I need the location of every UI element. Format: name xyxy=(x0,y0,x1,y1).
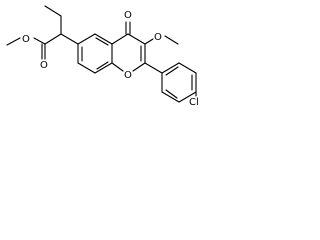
bond xyxy=(33,37,46,45)
bond xyxy=(94,62,113,74)
bond xyxy=(132,62,146,72)
bond xyxy=(77,62,96,74)
bond xyxy=(165,66,179,76)
atom-o-ester-carbonyl: O xyxy=(40,60,48,71)
atom-labels: O O O O O Cl xyxy=(22,10,199,108)
bond xyxy=(44,33,62,45)
bond xyxy=(77,33,96,45)
atom-o-methoxy: O xyxy=(154,32,162,43)
atom-cl: Cl xyxy=(189,97,199,108)
bond xyxy=(96,61,109,70)
bond xyxy=(164,35,179,45)
atom-o-ester-ether: O xyxy=(22,34,30,45)
bond xyxy=(60,33,79,45)
atom-o-ring: O xyxy=(124,70,132,81)
bond xyxy=(144,38,154,45)
atom-o-ketone: O xyxy=(124,10,132,21)
bond xyxy=(94,33,113,45)
bond xyxy=(111,33,129,45)
chemical-structure: O O O O O Cl xyxy=(6,5,199,108)
bond xyxy=(161,91,180,103)
bond xyxy=(111,62,124,72)
bond xyxy=(95,37,109,46)
bond xyxy=(144,62,163,74)
bonds xyxy=(6,5,197,103)
bond xyxy=(44,5,62,17)
bond xyxy=(161,62,180,74)
bond xyxy=(178,62,197,74)
bond xyxy=(165,89,178,99)
bond xyxy=(127,33,146,45)
bond xyxy=(178,91,197,103)
bond xyxy=(6,37,21,46)
